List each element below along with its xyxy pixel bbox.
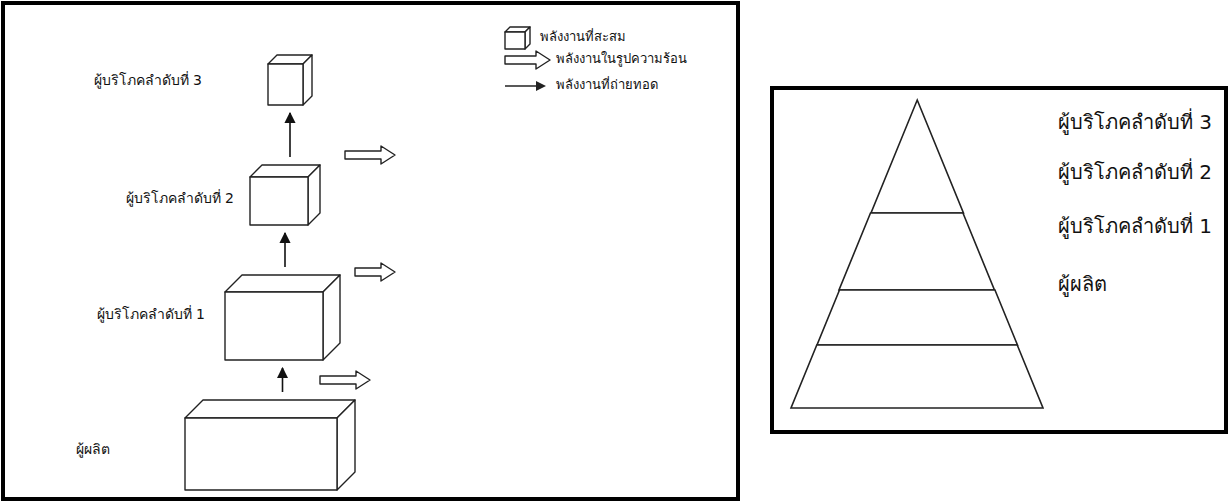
band-outline bbox=[839, 213, 994, 290]
pyramid-label: ผู้บริโภคลำดับที่ 2 bbox=[1058, 160, 1212, 184]
legend-heat-arrow bbox=[505, 51, 550, 69]
legend-text: พลังงานที่ถ่ายทอด bbox=[556, 77, 658, 93]
band-face bbox=[817, 290, 1017, 345]
box-face bbox=[185, 418, 337, 490]
pyramid-band: ผู้บริโภคลำดับที่ 2 bbox=[839, 213, 994, 290]
box-outline bbox=[225, 275, 340, 360]
energy-box: ผู้ผลิต bbox=[185, 400, 355, 490]
energy-transfer-arrow bbox=[282, 368, 284, 392]
box-face bbox=[323, 275, 340, 360]
box-face bbox=[250, 177, 308, 225]
pyramid-band: ผู้บริโภคลำดับที่ 3 bbox=[871, 100, 963, 213]
heat-arrow bbox=[345, 146, 395, 164]
panel-frame bbox=[772, 88, 1226, 432]
pyramid-band: ผู้ผลิต bbox=[791, 345, 1043, 408]
band-face bbox=[791, 345, 1043, 408]
legend-transfer-arrow bbox=[505, 85, 538, 86]
pyramid-label: ผู้บริโภคลำดับที่ 1 bbox=[1058, 214, 1212, 238]
band-outline bbox=[871, 100, 963, 213]
legend-box-icon bbox=[505, 32, 525, 49]
band-face bbox=[871, 100, 963, 213]
box-outline bbox=[250, 165, 320, 225]
pyramid-band: ผู้บริโภคลำดับที่ 1 bbox=[817, 290, 1017, 345]
legend-text: พลังงานในรูปความร้อน bbox=[556, 51, 687, 67]
energy-box: ผู้บริโภคลำดับที่ 1 bbox=[225, 275, 340, 360]
legend-text: พลังงานที่สะสม bbox=[540, 29, 626, 45]
box-face bbox=[303, 55, 312, 105]
band-face bbox=[839, 213, 994, 290]
energy-transfer-arrow bbox=[289, 113, 291, 157]
box-face bbox=[268, 64, 303, 105]
heat-arrow bbox=[320, 371, 370, 389]
level-label: ผู้บริโภคลำดับที่ 1 bbox=[97, 306, 205, 323]
energy-transfer-arrow bbox=[284, 233, 286, 267]
legend-box-icon bbox=[525, 27, 530, 49]
energy-box: ผู้บริโภคลำดับที่ 3 bbox=[268, 55, 312, 105]
box-face bbox=[308, 165, 320, 225]
legend-transfer-arrow bbox=[536, 81, 546, 91]
level-label: ผู้บริโภคลำดับที่ 2 bbox=[126, 190, 234, 207]
pyramid-label: ผู้บริโภคลำดับที่ 3 bbox=[1058, 110, 1212, 134]
energy-box: ผู้บริโภคลำดับที่ 2 bbox=[250, 165, 320, 225]
heat-arrow bbox=[355, 263, 395, 281]
level-label: ผู้ผลิต bbox=[76, 441, 110, 458]
pyramid-label: ผู้ผลิต bbox=[1058, 272, 1107, 296]
band-outline bbox=[817, 290, 1017, 345]
box-outline bbox=[268, 55, 312, 105]
box-face bbox=[225, 292, 323, 360]
box-face bbox=[225, 275, 340, 292]
box-face bbox=[337, 400, 355, 490]
level-label: ผู้บริโภคลำดับที่ 3 bbox=[94, 72, 202, 89]
box-face bbox=[185, 400, 355, 418]
box-outline bbox=[185, 400, 355, 490]
band-outline bbox=[791, 345, 1043, 408]
panel-frame bbox=[3, 3, 738, 499]
